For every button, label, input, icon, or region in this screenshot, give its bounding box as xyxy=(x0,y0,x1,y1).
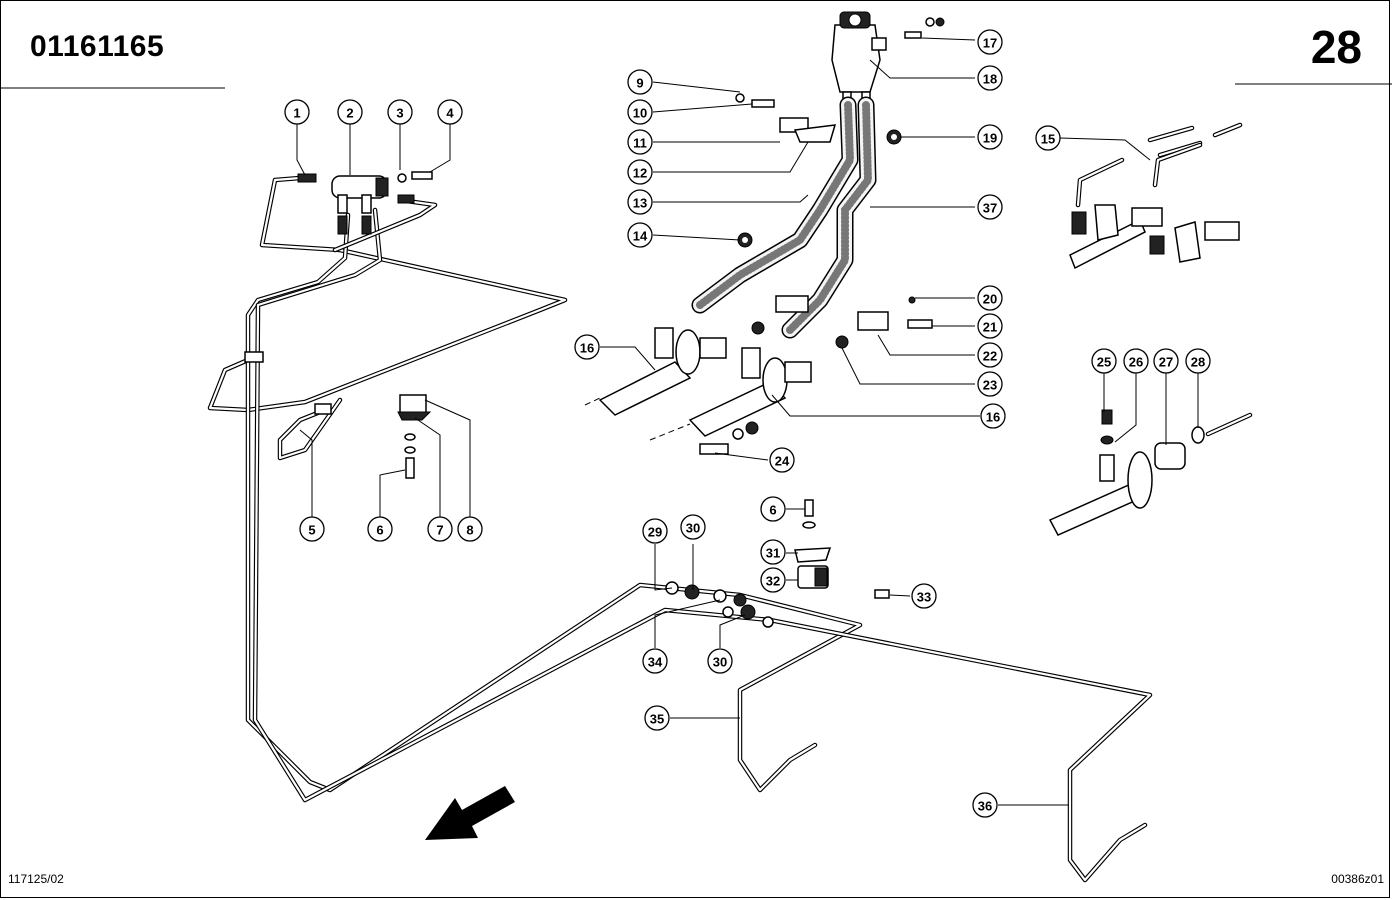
callout-28: 28 xyxy=(1185,348,1211,374)
callout-label: 1 xyxy=(293,106,300,121)
callout-label: 14 xyxy=(633,229,648,244)
callout-label: 8 xyxy=(466,523,473,538)
callout-label: 34 xyxy=(648,655,663,670)
callout-6: 6 xyxy=(760,496,786,522)
callout-label: 25 xyxy=(1097,355,1111,370)
callout-label: 24 xyxy=(775,454,790,469)
callout-label: 12 xyxy=(633,166,647,181)
callout-33: 33 xyxy=(911,583,937,609)
callout-14: 14 xyxy=(627,222,653,248)
callout-label: 18 xyxy=(983,72,997,87)
fluid-reservoir xyxy=(831,11,945,105)
callout-4: 4 xyxy=(437,99,463,125)
inset-assembly-15 xyxy=(1069,122,1243,270)
drawing-reference: 117125/02 xyxy=(8,872,64,886)
callout-6: 6 xyxy=(367,516,393,542)
callout-label: 16 xyxy=(986,410,1000,425)
callout-22: 22 xyxy=(977,342,1003,368)
forward-direction-arrow xyxy=(425,786,515,840)
callout-label: 22 xyxy=(983,349,997,364)
part-number: 01161165 xyxy=(30,30,165,63)
callout-label: 21 xyxy=(983,320,997,335)
image-reference: 00386z01 xyxy=(1331,872,1384,886)
clamp-assembly-lower xyxy=(665,499,890,628)
callout-29: 29 xyxy=(642,518,668,544)
callout-37: 37 xyxy=(977,194,1003,220)
callout-13: 13 xyxy=(627,189,653,215)
callout-label: 26 xyxy=(1129,355,1143,370)
callout-18: 18 xyxy=(977,65,1003,91)
callout-3: 3 xyxy=(387,99,413,125)
callout-label: 23 xyxy=(983,378,997,393)
callout-label: 15 xyxy=(1041,132,1055,147)
callout-7: 7 xyxy=(427,516,453,542)
callout-16: 16 xyxy=(980,403,1006,429)
callout-label: 7 xyxy=(436,523,443,538)
callout-label: 35 xyxy=(650,712,664,727)
valve-assembly xyxy=(244,171,433,415)
master-cylinders xyxy=(584,295,933,455)
callout-19: 19 xyxy=(977,124,1003,150)
callout-label: 5 xyxy=(308,523,315,538)
callout-20: 20 xyxy=(977,285,1003,311)
small-hardware xyxy=(735,93,902,248)
callout-label: 6 xyxy=(769,503,776,518)
callout-label: 29 xyxy=(648,525,662,540)
callout-label: 32 xyxy=(766,574,780,589)
callout-label: 16 xyxy=(580,341,594,356)
callout-8: 8 xyxy=(457,516,483,542)
callout-26: 26 xyxy=(1123,348,1149,374)
callout-23: 23 xyxy=(977,371,1003,397)
callout-21: 21 xyxy=(977,313,1003,339)
callout-17: 17 xyxy=(977,29,1003,55)
callout-label: 36 xyxy=(978,799,992,814)
callout-label: 9 xyxy=(636,76,643,91)
callout-label: 6 xyxy=(376,523,383,538)
callout-31: 31 xyxy=(760,539,786,565)
callout-12: 12 xyxy=(627,159,653,185)
callout-label: 30 xyxy=(713,655,727,670)
callout-16: 16 xyxy=(574,334,600,360)
callout-label: 28 xyxy=(1191,355,1205,370)
hoses xyxy=(691,96,877,339)
leader-lines xyxy=(296,37,1199,806)
callout-label: 27 xyxy=(1159,355,1173,370)
clamp-assembly-left xyxy=(397,394,432,479)
callout-27: 27 xyxy=(1153,348,1179,374)
callout-1: 1 xyxy=(284,99,310,125)
callout-5: 5 xyxy=(299,516,325,542)
callout-15: 15 xyxy=(1035,125,1061,151)
callout-label: 10 xyxy=(633,106,647,121)
callout-34: 34 xyxy=(642,648,668,674)
callout-10: 10 xyxy=(627,99,653,125)
callout-25: 25 xyxy=(1091,348,1117,374)
left-pipe-network xyxy=(207,175,1153,883)
callout-36: 36 xyxy=(972,792,998,818)
callout-label: 11 xyxy=(633,136,647,151)
callout-label: 19 xyxy=(983,131,997,146)
callout-24: 24 xyxy=(769,447,795,473)
callout-2: 2 xyxy=(337,99,363,125)
callout-label: 37 xyxy=(983,201,997,216)
callout-32: 32 xyxy=(760,567,786,593)
callout-35: 35 xyxy=(644,705,670,731)
callout-9: 9 xyxy=(627,69,653,95)
callout-label: 30 xyxy=(686,521,700,536)
callout-label: 17 xyxy=(983,36,997,51)
page-number: 28 xyxy=(1310,21,1362,73)
callout-label: 33 xyxy=(917,590,931,605)
callout-label: 2 xyxy=(346,106,353,121)
callout-label: 20 xyxy=(983,292,997,307)
callout-label: 4 xyxy=(446,106,454,121)
callout-label: 31 xyxy=(766,546,780,561)
callout-11: 11 xyxy=(627,129,653,155)
callout-30: 30 xyxy=(680,514,706,540)
callout-label: 3 xyxy=(396,106,403,121)
inset-assembly-25-28 xyxy=(1048,409,1253,536)
callout-30: 30 xyxy=(707,648,733,674)
callout-label: 13 xyxy=(633,196,647,211)
